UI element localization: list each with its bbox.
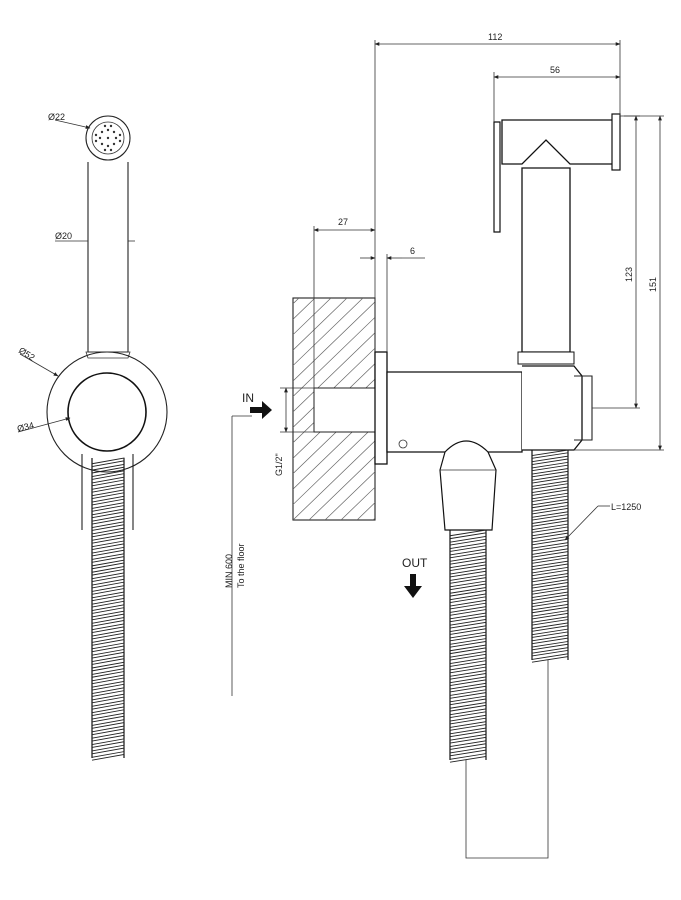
wall-flange: [374, 351, 388, 465]
in-arrow-icon: [250, 401, 272, 419]
dim-total-height: 151: [648, 277, 658, 292]
spray-nozzles: [94, 124, 122, 152]
holder-clamp: [522, 365, 583, 451]
handle-body-outline: [87, 162, 129, 353]
spray-head-face: [85, 115, 131, 161]
dim-thread-size: G1/2": [274, 453, 284, 476]
holder-inner-disc: [67, 372, 147, 452]
dim-recess-depth: 27: [338, 217, 348, 227]
dim-min-height-note: To the floor: [236, 543, 246, 588]
out-label: OUT: [402, 556, 428, 570]
dim-flange-thickness: 6: [410, 246, 415, 256]
dim-handle-diameter: Ø20: [55, 231, 72, 241]
dim-total-depth: 112: [488, 32, 502, 42]
dim-min-height: MIN 600: [224, 554, 234, 588]
spray-head-inner: [91, 121, 125, 155]
dim-spray-diameter: Ø22: [48, 112, 65, 122]
dim-holder-outer-diameter: Ø52: [17, 345, 37, 362]
dim-holder-inner-diameter: Ø34: [16, 420, 35, 434]
hose-out: [449, 529, 487, 763]
trigger-lever: [493, 121, 501, 233]
valve-body: [386, 371, 523, 453]
front-view: Ø22 Ø20 Ø52 Ø34: [16, 112, 168, 761]
out-arrow-icon: [404, 574, 422, 598]
handset-handle: [521, 167, 571, 353]
holder-outer-ring: [46, 351, 168, 473]
hose-front-view: [91, 457, 125, 761]
handset-head: [501, 119, 615, 165]
side-view: 112 56 27 6 123 151 G1/2" MIN 600: [224, 32, 664, 859]
dim-head-depth: 56: [550, 65, 560, 75]
hose-handset: [531, 449, 569, 663]
out-connector: [439, 440, 497, 531]
dim-hose-length: L=1250: [611, 502, 641, 512]
dim-height-to-axis: 123: [624, 267, 634, 282]
in-label: IN: [242, 391, 254, 405]
